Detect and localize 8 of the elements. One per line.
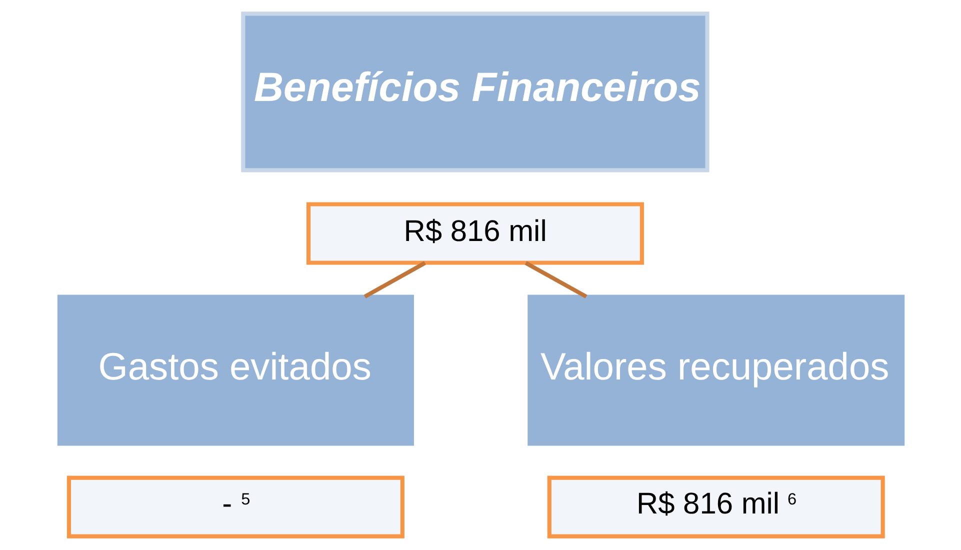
connector xyxy=(363,261,426,298)
node-box: R$ 816 mil xyxy=(306,202,644,265)
node-box: Gastos evitados xyxy=(56,294,414,446)
node-box: Benefícios Financeiros xyxy=(240,12,709,172)
node-box: - $^{5}$ xyxy=(66,476,404,538)
node-box: R$ 816 mil $^{6}$ xyxy=(546,476,884,538)
node-box: Valores recuperados xyxy=(527,294,904,446)
connector xyxy=(524,261,587,298)
